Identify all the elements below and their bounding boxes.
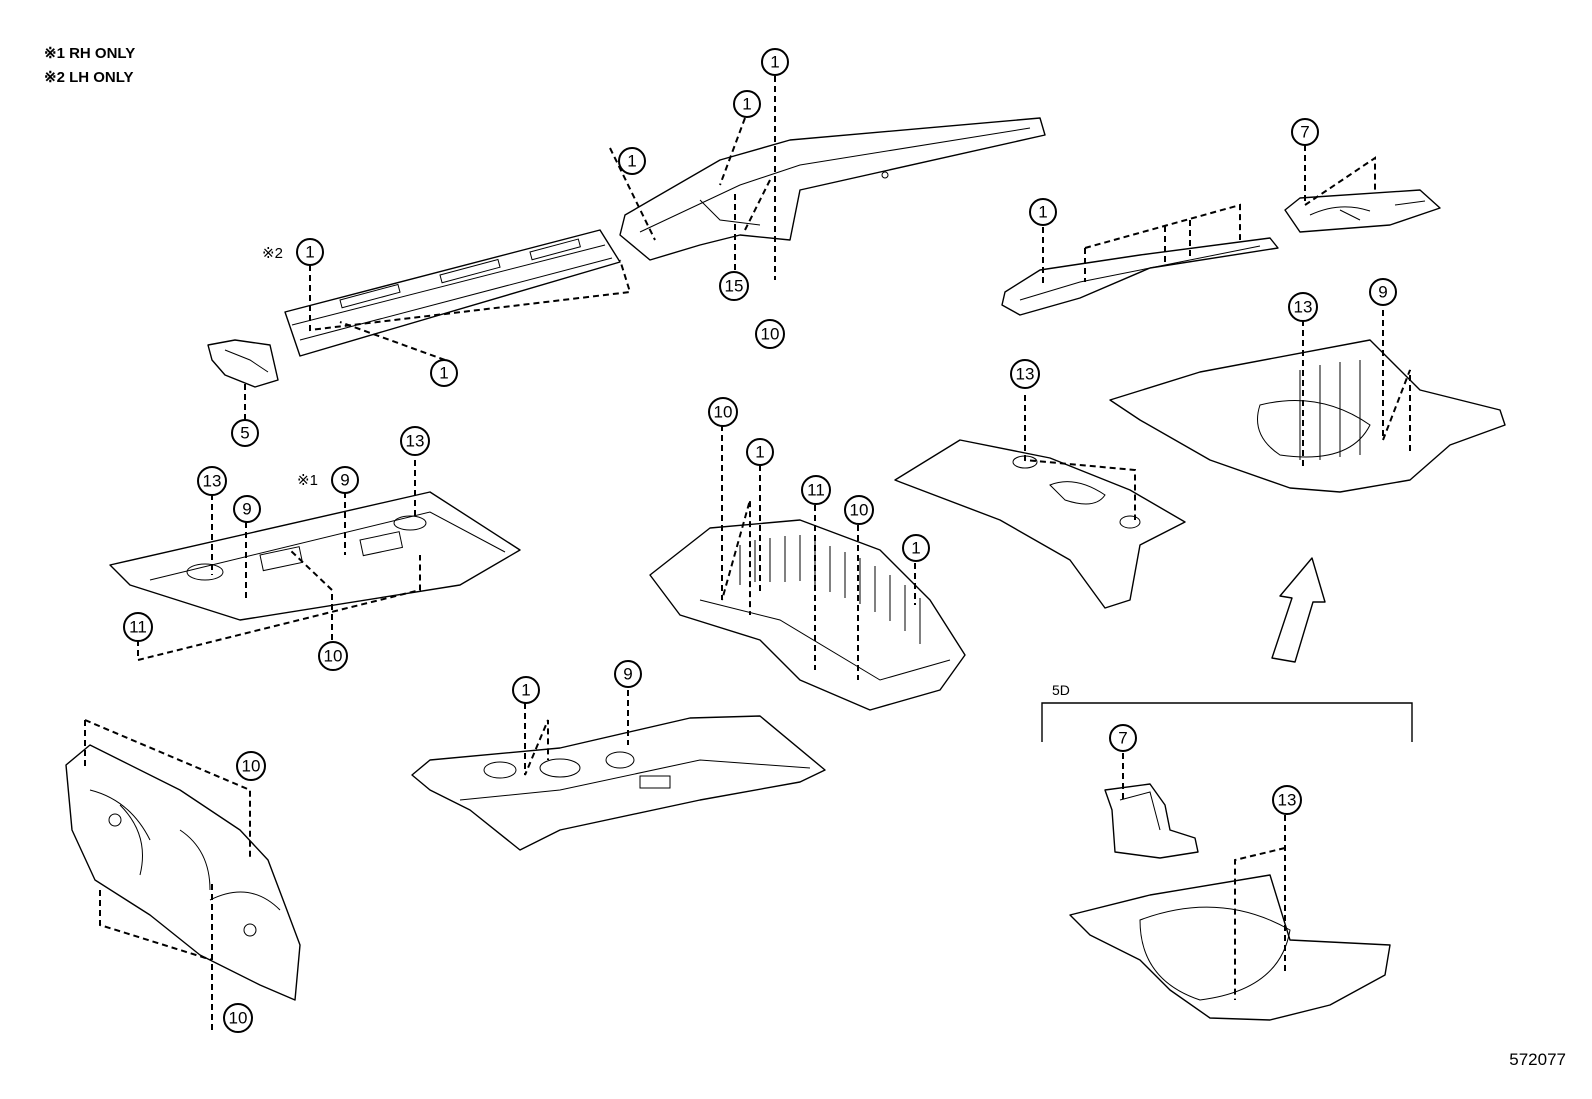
svg-text:7: 7 (1118, 729, 1127, 748)
rh-only-mark: ※1 (297, 472, 318, 489)
svg-text:15: 15 (725, 277, 744, 296)
callout-7: 7 (1291, 118, 1319, 146)
section-label: 5D (1052, 682, 1070, 698)
svg-text:13: 13 (1278, 791, 1297, 810)
svg-text:10: 10 (229, 1009, 248, 1028)
rear-floor-crossmember (894, 439, 1186, 609)
svg-text:1: 1 (1038, 203, 1047, 222)
svg-text:5: 5 (240, 424, 249, 443)
callout-10: 10 (236, 751, 266, 781)
bracket-part-5 (207, 339, 279, 388)
svg-text:10: 10 (761, 325, 780, 344)
svg-text:9: 9 (340, 471, 349, 490)
callout-1: 1 (512, 676, 540, 704)
svg-text:10: 10 (242, 757, 261, 776)
svg-text:7: 7 (1300, 123, 1309, 142)
callout-1: 1 (1029, 198, 1057, 226)
svg-text:13: 13 (1294, 298, 1313, 317)
svg-text:11: 11 (129, 618, 147, 637)
callout-7: 7 (1109, 724, 1137, 752)
variant-arrow (1271, 557, 1326, 663)
svg-text:13: 13 (406, 432, 425, 451)
note-rh-only: ※1 RH ONLY (44, 45, 136, 62)
callout-9: 9 (614, 660, 642, 688)
floor-side-member (284, 229, 621, 357)
callout-1: 1 (761, 48, 789, 76)
document-number: 572077 (1509, 1050, 1566, 1069)
callout-1: 1 (430, 359, 458, 387)
rear-floor-rail (1001, 237, 1279, 316)
svg-text:1: 1 (439, 364, 448, 383)
callout-13: 13 (197, 466, 227, 496)
callout-1: 1 (746, 438, 774, 466)
callout-9: 9 (331, 466, 359, 494)
callout-1: 1 (902, 534, 930, 562)
rear-side-member (619, 117, 1046, 261)
callout-10: 10 (223, 1003, 253, 1033)
svg-text:9: 9 (623, 665, 632, 684)
5d-extension-part-7 (1104, 783, 1199, 859)
svg-text:11: 11 (807, 481, 825, 500)
svg-text:10: 10 (714, 403, 733, 422)
svg-text:1: 1 (521, 681, 530, 700)
svg-text:1: 1 (742, 95, 751, 114)
note-lh-only: ※2 LH ONLY (44, 69, 134, 86)
callout-11: 11 (801, 475, 831, 505)
callout-1: 1 (733, 90, 761, 118)
leader-lines (84, 76, 1411, 1030)
svg-text:13: 13 (1016, 365, 1035, 384)
svg-text:13: 13 (203, 472, 222, 491)
section-5d-bracket: 5D (1041, 682, 1413, 742)
callout-10: 10 (844, 495, 874, 525)
callout-13: 13 (400, 426, 430, 456)
svg-text:9: 9 (1378, 283, 1387, 302)
callout-10: 10 (318, 641, 348, 671)
callout-13: 13 (1010, 359, 1040, 389)
dash-panel (65, 744, 301, 1001)
callout-13: 13 (1288, 292, 1318, 322)
callout-1: 1 (618, 147, 646, 175)
callout-9: 9 (1369, 278, 1397, 306)
svg-text:9: 9 (242, 500, 251, 519)
front-floor-pan (109, 491, 521, 621)
5d-rear-floor-pan (1069, 874, 1391, 1021)
callout-10: 10 (708, 397, 738, 427)
center-floor-pan (649, 519, 966, 711)
callout-15: 15 (719, 271, 749, 301)
callout-11: 11 (123, 612, 153, 642)
front-floor-tunnel (411, 715, 826, 851)
lh-only-mark: ※2 (262, 245, 283, 262)
svg-text:10: 10 (850, 501, 869, 520)
callout-10: 10 (755, 319, 785, 349)
rear-floor-pan (1109, 339, 1506, 493)
svg-text:1: 1 (911, 539, 920, 558)
extension-part-7 (1284, 189, 1441, 233)
svg-text:1: 1 (305, 243, 314, 262)
callout-1: 1 (296, 238, 324, 266)
svg-text:1: 1 (770, 53, 779, 72)
svg-text:10: 10 (324, 647, 343, 666)
svg-text:1: 1 (627, 152, 636, 171)
callout-9: 9 (233, 495, 261, 523)
callout-13: 13 (1272, 785, 1302, 815)
svg-text:1: 1 (755, 443, 764, 462)
callout-5: 5 (231, 419, 259, 447)
